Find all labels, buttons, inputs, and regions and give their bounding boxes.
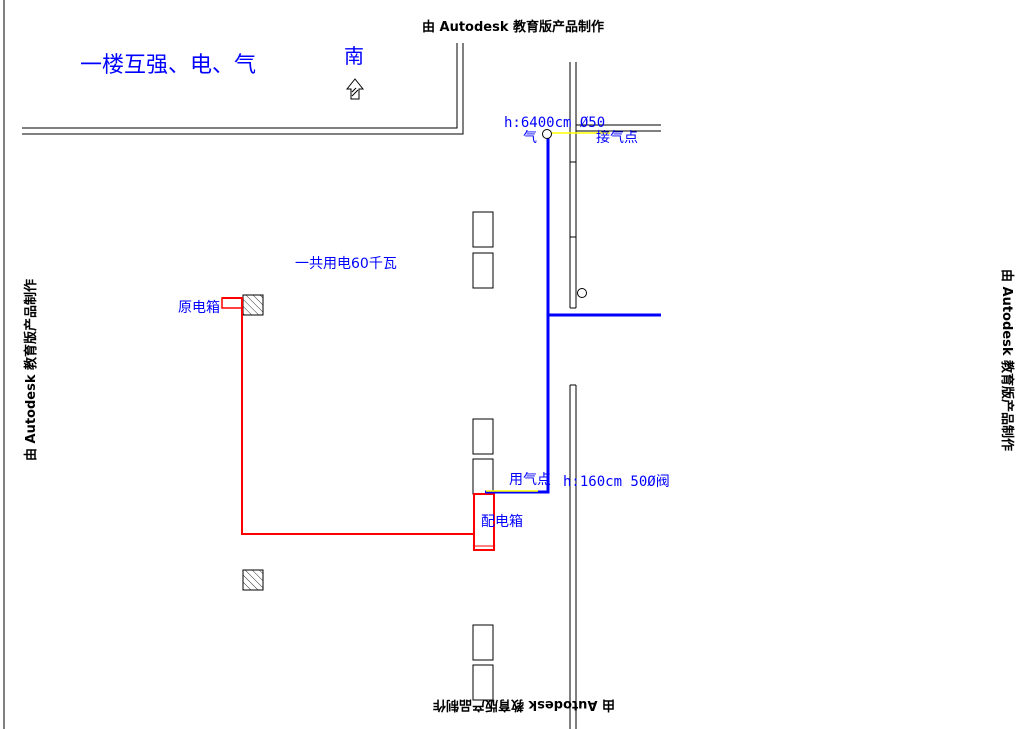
hatched-column bbox=[242, 569, 264, 591]
distribution-box-label: 配电箱 bbox=[481, 514, 523, 530]
watermark-right: 由 Autodesk 教育版产品制作 bbox=[999, 269, 1015, 451]
north-label: 南 bbox=[344, 44, 364, 68]
watermark-left: 由 Autodesk 教育版产品制作 bbox=[23, 279, 39, 461]
walls bbox=[22, 43, 661, 729]
valve-icon bbox=[577, 288, 587, 298]
original-box-label: 原电箱 bbox=[178, 300, 220, 316]
gas-label: 气 bbox=[523, 130, 537, 146]
gas-valve-icon bbox=[542, 129, 552, 139]
gas-connection-label: 接气点 bbox=[596, 129, 638, 146]
watermark-bottom: 由 Autodesk 教育版产品制作 bbox=[433, 697, 615, 713]
north-arrow-icon bbox=[345, 78, 365, 100]
watermark-top: 由 Autodesk 教育版产品制作 bbox=[422, 19, 604, 35]
gas-line bbox=[485, 137, 661, 494]
power-line bbox=[221, 297, 495, 551]
gas-use-spec-label: h:160cm 50Ø阀 bbox=[563, 474, 670, 490]
gas-use-point-label: 用气点 bbox=[509, 472, 551, 488]
gas-height-label: h:6400cm Ø50 bbox=[504, 115, 605, 131]
column-blocks bbox=[472, 211, 494, 701]
total-power-label: 一共用电60千瓦 bbox=[295, 256, 397, 272]
hatched-column bbox=[242, 294, 264, 316]
drawing-title: 一楼互强、电、气 bbox=[80, 53, 256, 78]
